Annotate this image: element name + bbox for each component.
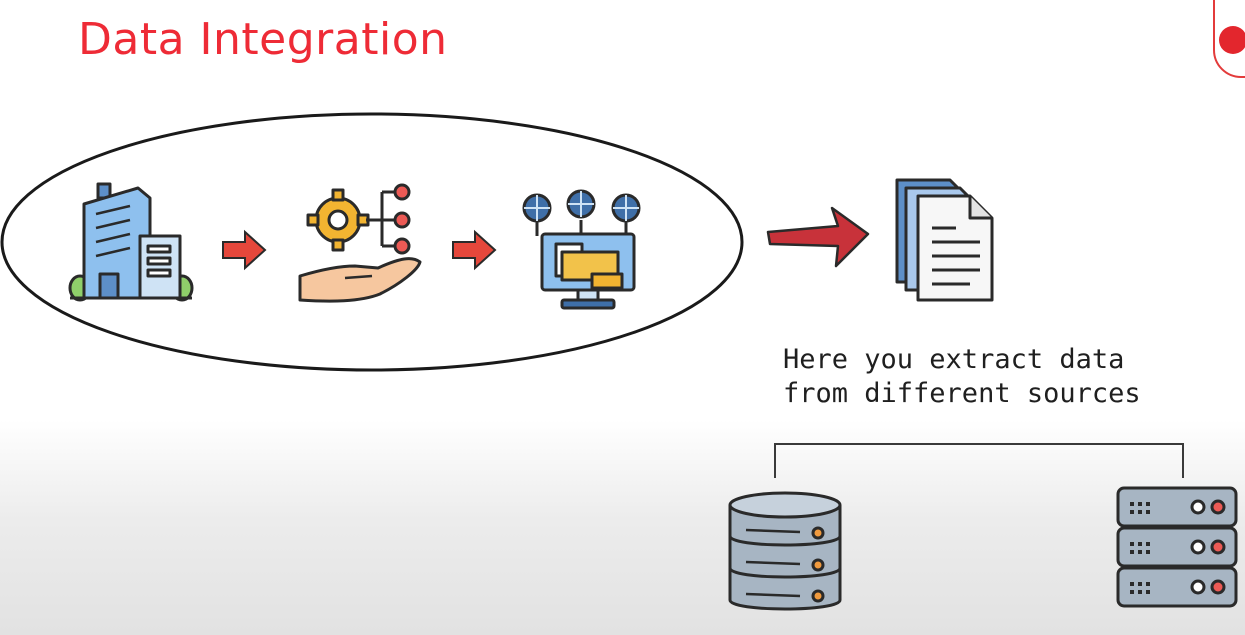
server-rack-icon xyxy=(1116,486,1238,608)
slide-title: Data Integration xyxy=(78,14,448,65)
logo-mark-icon xyxy=(1219,26,1245,54)
channel-logo xyxy=(1213,0,1245,78)
arrow-icon-1 xyxy=(222,229,267,271)
caption: Here you extract data from different sou… xyxy=(783,343,1203,411)
documents-stack-icon xyxy=(895,178,994,302)
caption-line-1: Here you extract data xyxy=(783,344,1125,375)
monitor-globe-network-icon xyxy=(522,189,641,310)
arrow-icon-2 xyxy=(452,229,497,271)
hand-gear-network-icon xyxy=(298,183,422,303)
database-icon xyxy=(728,491,842,611)
caption-line-2: from different sources xyxy=(783,378,1141,409)
sources-bracket xyxy=(774,443,1184,478)
office-building-icon xyxy=(68,182,194,302)
process-ellipse xyxy=(0,112,744,372)
big-arrow-icon xyxy=(766,206,870,268)
